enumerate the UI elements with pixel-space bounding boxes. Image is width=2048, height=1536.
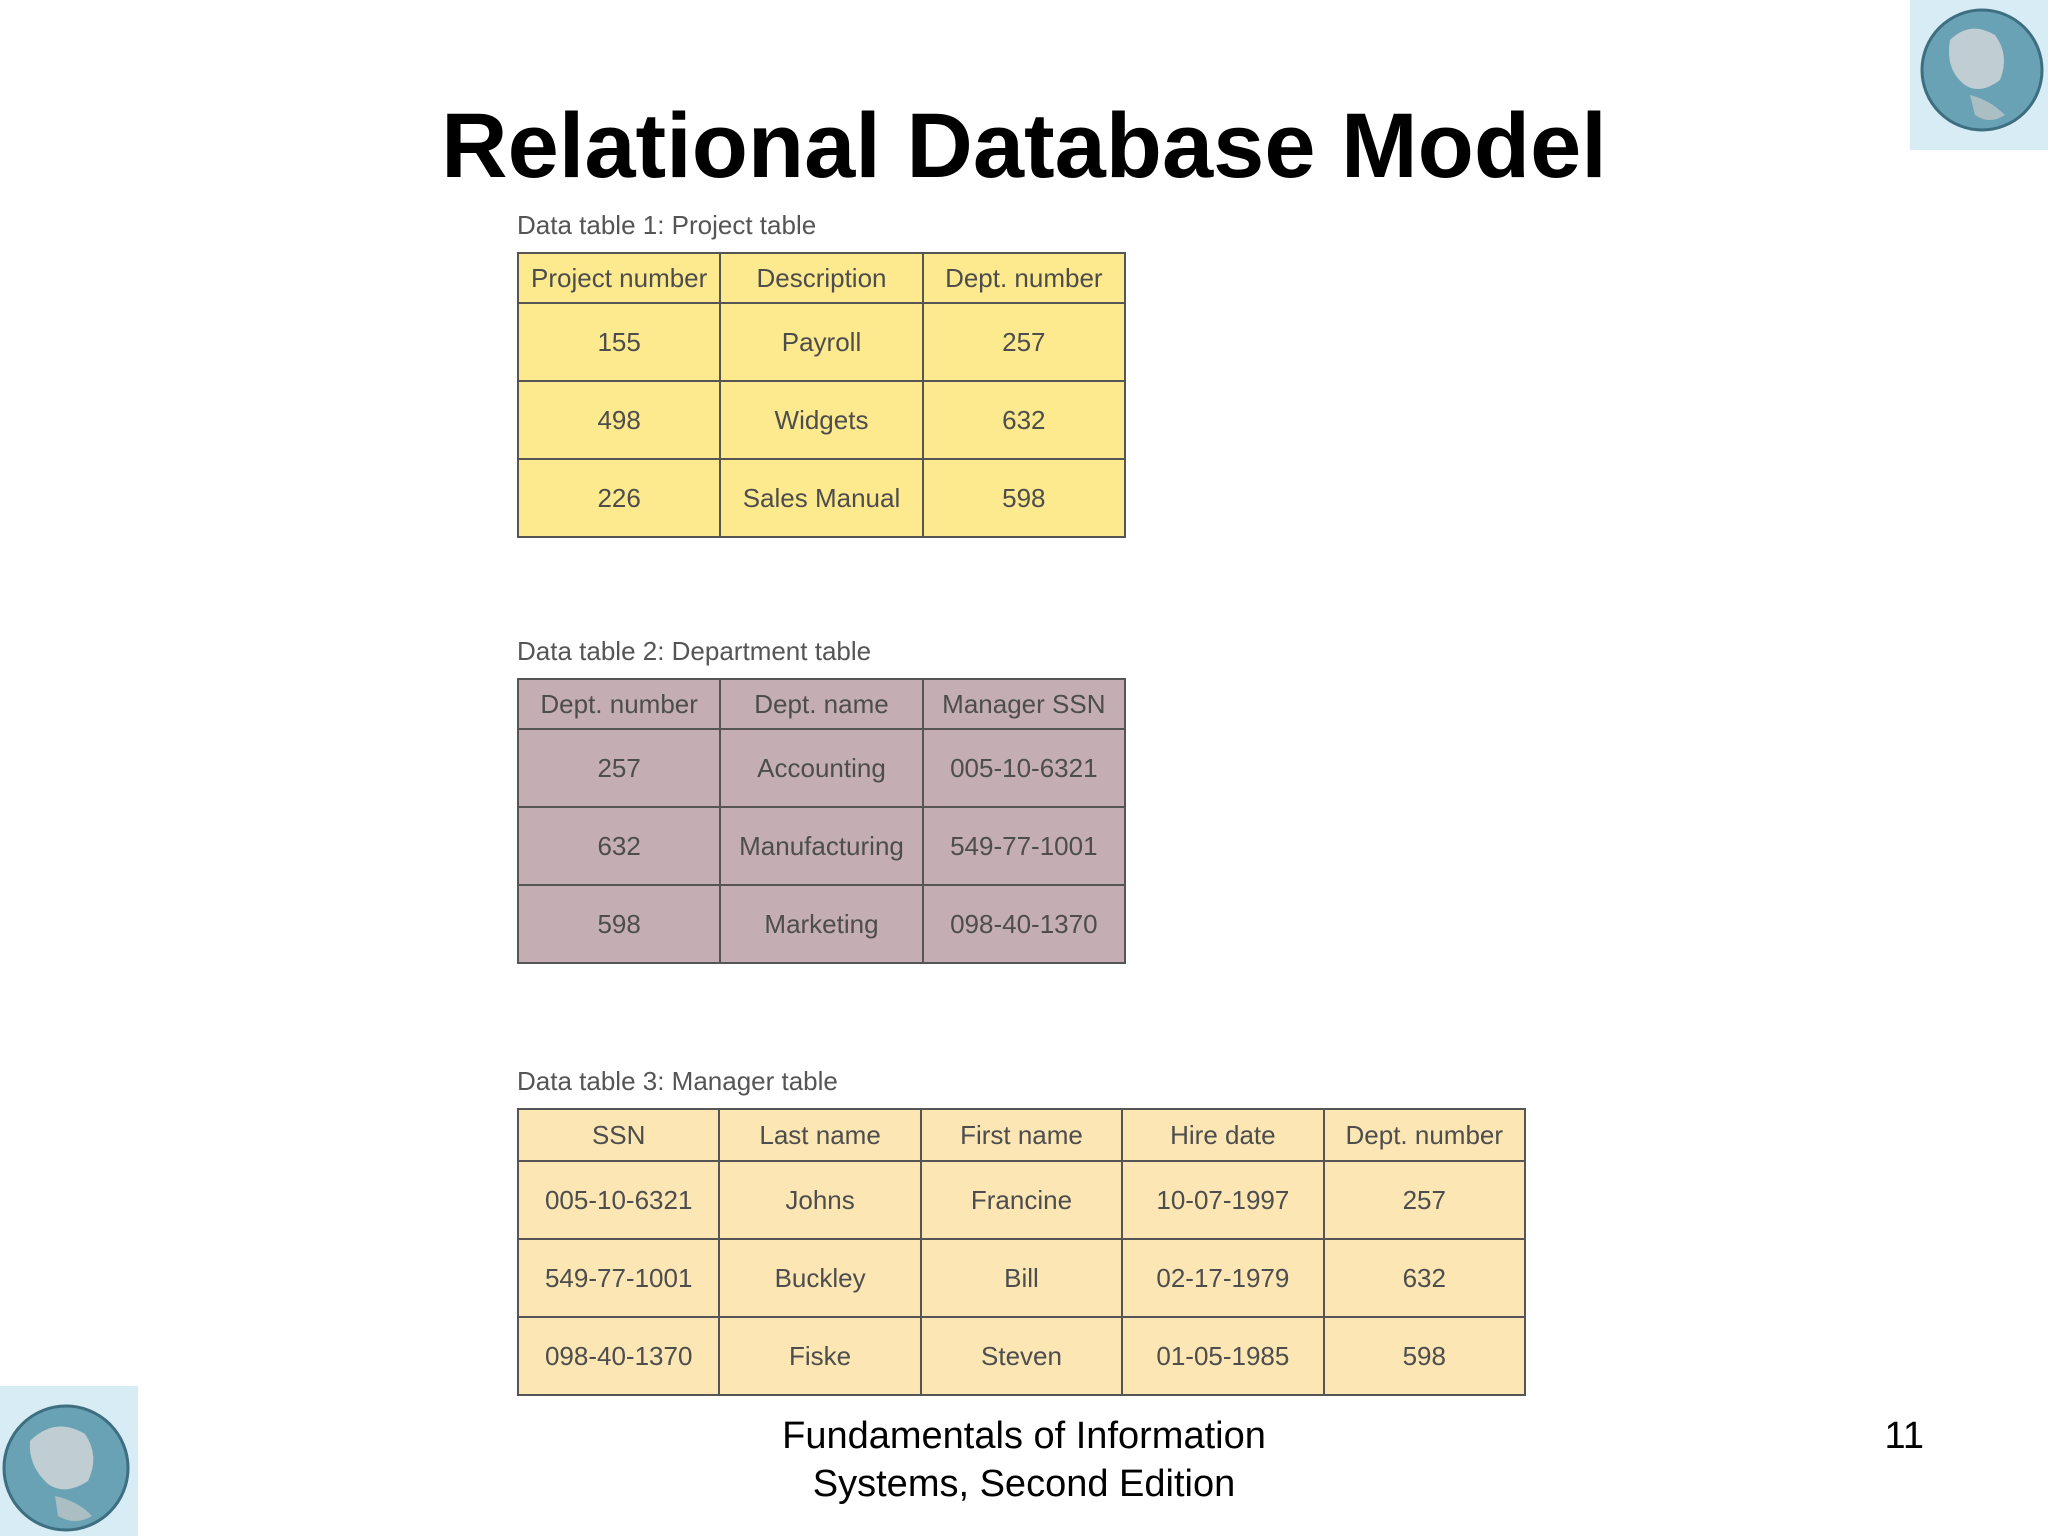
table-header-row: Project number Description Dept. number <box>516 252 1127 304</box>
table-cell: 598 <box>1322 1316 1527 1396</box>
table-cell: Fiske <box>718 1316 922 1396</box>
table-cell: 257 <box>516 728 722 808</box>
project-table: Project number Description Dept. number … <box>516 252 1127 538</box>
table-cell: 498 <box>516 380 722 460</box>
table-row: 098-40-1370 Fiske Steven 01-05-1985 598 <box>516 1316 1527 1396</box>
table-cell: Bill <box>919 1238 1124 1318</box>
table-header-cell: Dept. number <box>921 252 1127 304</box>
table-cell: 02-17-1979 <box>1121 1238 1325 1318</box>
table-cell: 155 <box>516 302 722 382</box>
table3-caption: Data table 3: Manager table <box>517 1066 838 1096</box>
table2-caption: Data table 2: Department table <box>517 636 872 666</box>
table-cell: 632 <box>921 380 1127 460</box>
table-cell: Marketing <box>719 884 924 964</box>
table-cell: Manufacturing <box>719 806 924 886</box>
table-header-cell: First name <box>919 1108 1124 1162</box>
table-header-cell: Dept. name <box>719 678 924 730</box>
table-row: 598 Marketing 098-40-1370 <box>516 884 1127 964</box>
table-cell: 005-10-6321 <box>516 1160 721 1240</box>
table-header-cell: Dept. number <box>516 678 722 730</box>
table-cell: Widgets <box>719 380 924 460</box>
manager-table: SSN Last name First name Hire date Dept.… <box>516 1108 1527 1396</box>
table-header-cell: SSN <box>516 1108 721 1162</box>
table-header-cell: Description <box>719 252 924 304</box>
slide-title: Relational Database Model <box>441 95 1607 197</box>
table-cell: 549-77-1001 <box>516 1238 721 1318</box>
table-cell: 598 <box>921 458 1127 538</box>
table-cell: 10-07-1997 <box>1121 1160 1325 1240</box>
table-row: 257 Accounting 005-10-6321 <box>516 728 1127 808</box>
table-header-cell: Last name <box>718 1108 922 1162</box>
table-row: 155 Payroll 257 <box>516 302 1127 382</box>
table-cell: Sales Manual <box>719 458 924 538</box>
footer-line: Fundamentals of Information <box>782 1415 1266 1457</box>
footer-line: Systems, Second Edition <box>812 1463 1236 1505</box>
table-row: 005-10-6321 Johns Francine 10-07-1997 25… <box>516 1160 1527 1240</box>
table-cell: Steven <box>919 1316 1124 1396</box>
table-header-row: Dept. number Dept. name Manager SSN <box>516 678 1127 730</box>
table-header-cell: Manager SSN <box>921 678 1127 730</box>
table-cell: Payroll <box>719 302 924 382</box>
table-cell: 632 <box>516 806 722 886</box>
table-header-row: SSN Last name First name Hire date Dept.… <box>516 1108 1527 1162</box>
slide-footer: Fundamentals of Information Systems, Sec… <box>0 1412 2048 1508</box>
table-header-cell: Hire date <box>1121 1108 1325 1162</box>
table-row: 632 Manufacturing 549-77-1001 <box>516 806 1127 886</box>
table-cell: 549-77-1001 <box>921 806 1127 886</box>
table-cell: 632 <box>1322 1238 1527 1318</box>
table-cell: Francine <box>919 1160 1124 1240</box>
table-cell: 01-05-1985 <box>1121 1316 1325 1396</box>
table-header-cell: Dept. number <box>1322 1108 1527 1162</box>
table-cell: 257 <box>1322 1160 1527 1240</box>
globe-icon <box>0 1386 138 1536</box>
table-cell: 226 <box>516 458 722 538</box>
table-header-cell: Project number <box>516 252 722 304</box>
table-cell: 257 <box>921 302 1127 382</box>
table-row: 226 Sales Manual 598 <box>516 458 1127 538</box>
page-number: 11 <box>1884 1415 1924 1457</box>
table-row: 498 Widgets 632 <box>516 380 1127 460</box>
table-cell: 598 <box>516 884 722 964</box>
table-cell: 098-40-1370 <box>921 884 1127 964</box>
table-cell: Buckley <box>718 1238 922 1318</box>
table-cell: 005-10-6321 <box>921 728 1127 808</box>
table-cell: 098-40-1370 <box>516 1316 721 1396</box>
table-row: 549-77-1001 Buckley Bill 02-17-1979 632 <box>516 1238 1527 1318</box>
table1-caption: Data table 1: Project table <box>517 210 817 240</box>
table-cell: Johns <box>718 1160 922 1240</box>
department-table: Dept. number Dept. name Manager SSN 257 … <box>516 678 1127 964</box>
table-cell: Accounting <box>719 728 924 808</box>
globe-icon <box>1910 0 2048 150</box>
